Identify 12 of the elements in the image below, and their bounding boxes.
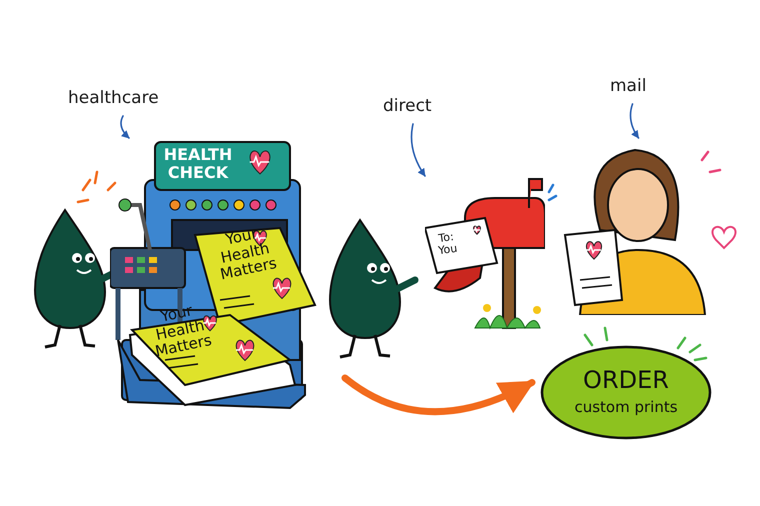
arrow [410,123,426,177]
envelope-text: To: You [436,230,460,258]
flyer-text: Your Health Matters [218,223,280,286]
handwritten-label: healthcare [68,88,178,112]
arrow [120,115,130,139]
arrow [342,374,536,416]
machine-panel-text: HEALTH CHECK [162,146,234,182]
arrow [630,103,640,139]
order-heading: ORDER [582,367,670,394]
order-subtext: custom prints [573,399,679,416]
handwritten-label: direct [383,96,443,120]
handwritten-label: mail [610,76,655,100]
